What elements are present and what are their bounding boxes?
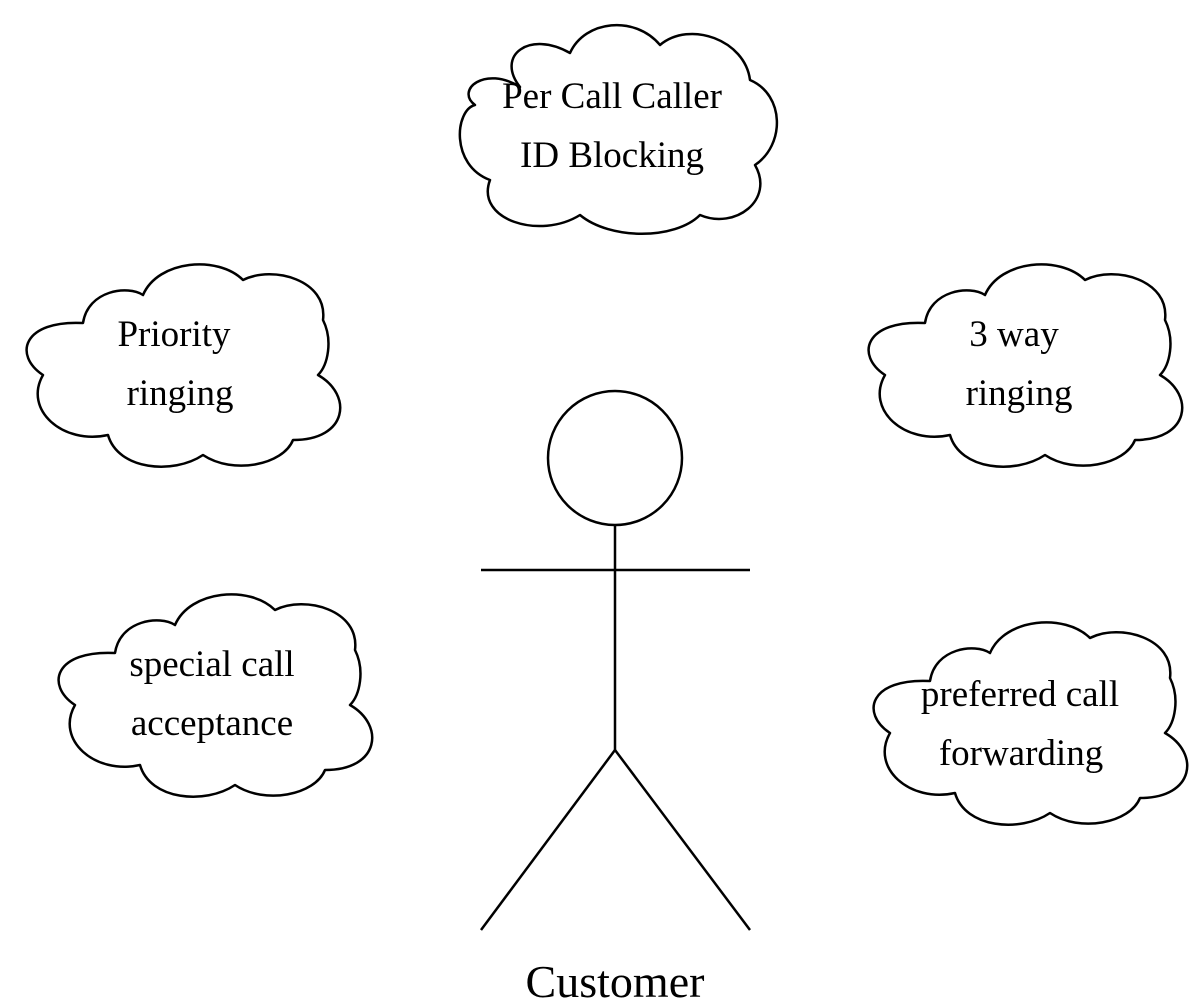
cloud-line-2: ringing [127,373,234,414]
cloud-line-1: preferred call [921,674,1119,715]
cloud-line-2: ringing [966,373,1073,414]
feature-cloud-preferred-call-forwarding: preferred call forwarding [872,621,1189,826]
feature-cloud-caller-id-blocking: Per Call Caller ID Blocking [458,23,779,235]
cloud-line-1: Per Call Caller [502,76,722,117]
actor-head [546,389,684,527]
cloud-shape [57,593,374,798]
feature-cloud-special-call-acceptance: special call acceptance [57,593,374,798]
cloud-line-2: forwarding [939,733,1103,774]
cloud-shape [458,23,779,235]
actor-right-leg [614,749,751,931]
cloud-line-1: special call [129,644,294,685]
cloud-shape [867,263,1184,468]
feature-cloud-three-way-ringing: 3 way ringing [867,263,1184,468]
feature-cloud-priority-ringing: Priority ringing [25,263,342,468]
cloud-line-1: 3 way [969,314,1059,355]
cloud-line-2: ID Blocking [520,135,704,176]
cloud-shape [25,263,342,468]
actor-label: Customer [526,956,705,1007]
customer-actor [479,389,751,931]
actor-left-leg [479,749,617,931]
cloud-line-1: Priority [117,314,231,355]
cloud-line-2: acceptance [131,703,293,744]
cloud-shape [872,621,1189,826]
